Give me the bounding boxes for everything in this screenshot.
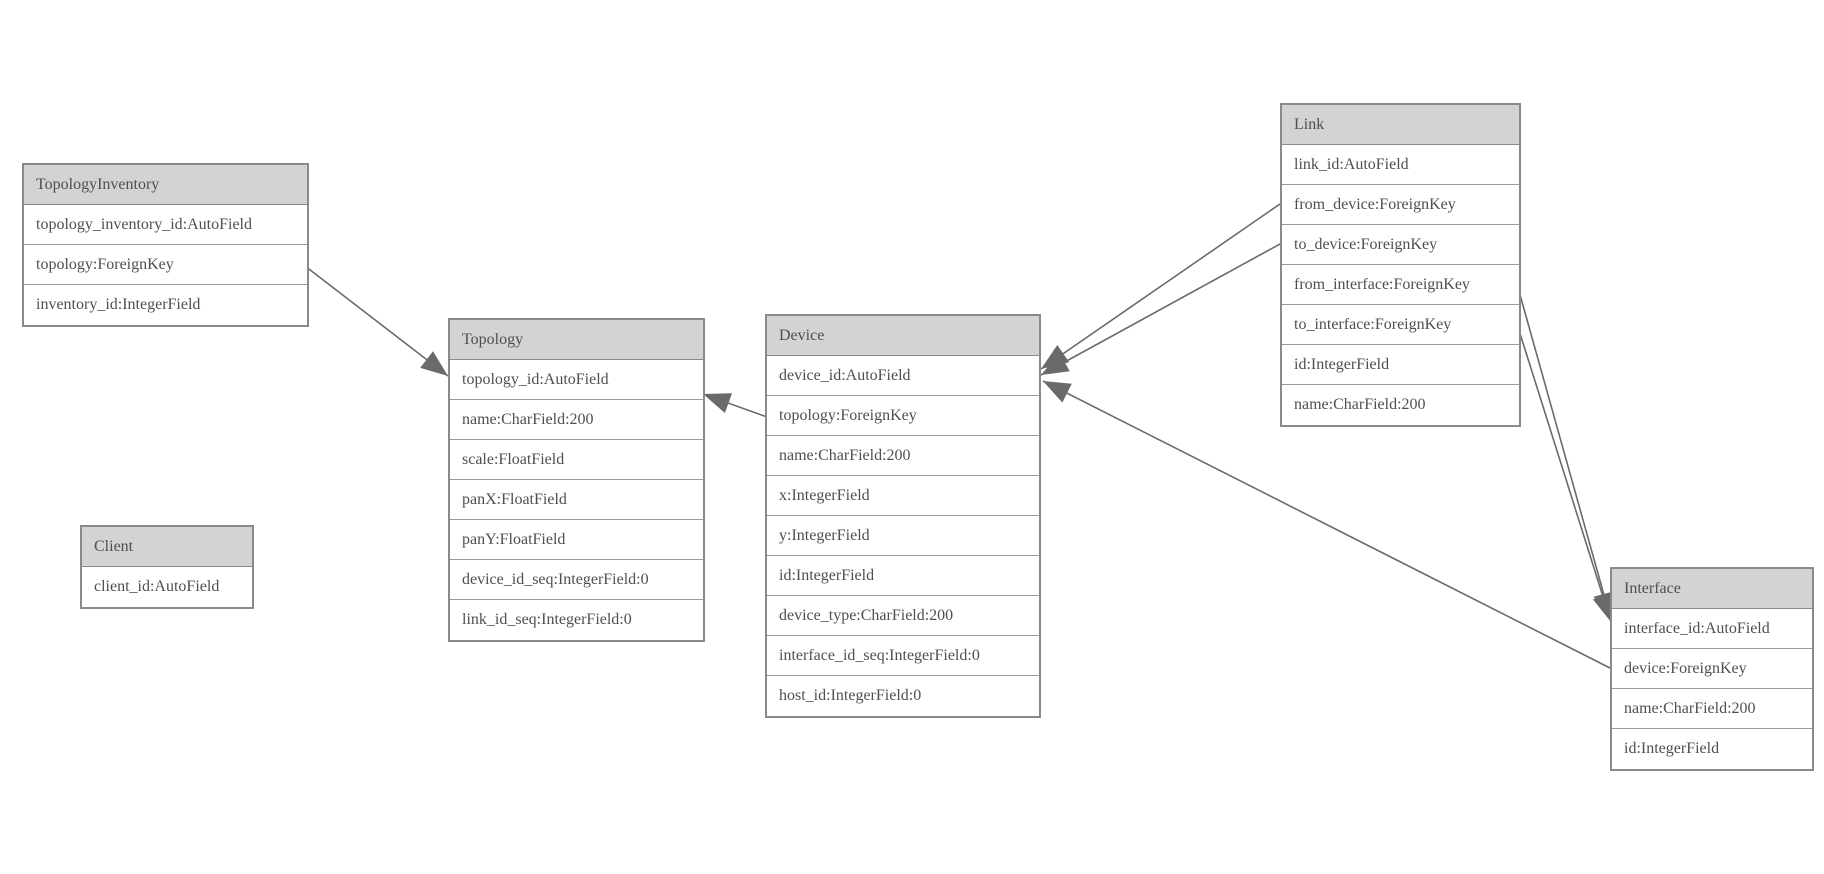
table-title: TopologyInventory bbox=[24, 165, 307, 205]
field-row: device:ForeignKey bbox=[1612, 649, 1812, 689]
field-row: topology_inventory_id:AutoField bbox=[24, 205, 307, 245]
table-title: Interface bbox=[1612, 569, 1812, 609]
field-row: device_id_seq:IntegerField:0 bbox=[450, 560, 703, 600]
field-row: id:IntegerField bbox=[1282, 345, 1519, 385]
table-title: Client bbox=[82, 527, 252, 567]
edge-line bbox=[304, 265, 449, 377]
edge-arrowhead-icon bbox=[1041, 352, 1070, 375]
field-row: y:IntegerField bbox=[767, 516, 1039, 556]
field-row: name:CharField:200 bbox=[767, 436, 1039, 476]
field-row: id:IntegerField bbox=[1612, 729, 1812, 769]
field-row: panY:FloatField bbox=[450, 520, 703, 560]
field-row: id:IntegerField bbox=[767, 556, 1039, 596]
field-row: device_id:AutoField bbox=[767, 356, 1039, 396]
field-row: link_id_seq:IntegerField:0 bbox=[450, 600, 703, 640]
field-row: x:IntegerField bbox=[767, 476, 1039, 516]
field-row: panX:FloatField bbox=[450, 480, 703, 520]
field-row: link_id:AutoField bbox=[1282, 145, 1519, 185]
field-row: host_id:IntegerField:0 bbox=[767, 676, 1039, 716]
field-row: to_interface:ForeignKey bbox=[1282, 305, 1519, 345]
field-row: scale:FloatField bbox=[450, 440, 703, 480]
table-title: Link bbox=[1282, 105, 1519, 145]
edge-arrowhead-icon bbox=[703, 393, 732, 413]
edge-line bbox=[1040, 243, 1281, 376]
field-row: name:CharField:200 bbox=[1612, 689, 1812, 729]
edge-line bbox=[1516, 283, 1612, 621]
field-row: client_id:AutoField bbox=[82, 567, 252, 607]
edge-line bbox=[1042, 380, 1611, 669]
edge-line bbox=[1040, 203, 1281, 370]
field-row: inventory_id:IntegerField bbox=[24, 285, 307, 325]
field-row: topology:ForeignKey bbox=[767, 396, 1039, 436]
field-row: to_device:ForeignKey bbox=[1282, 225, 1519, 265]
field-row: interface_id_seq:IntegerField:0 bbox=[767, 636, 1039, 676]
edge-arrowhead-icon bbox=[1043, 381, 1072, 403]
field-row: name:CharField:200 bbox=[1282, 385, 1519, 425]
field-row: name:CharField:200 bbox=[450, 400, 703, 440]
edge-arrowhead-icon bbox=[1592, 593, 1613, 622]
field-row: interface_id:AutoField bbox=[1612, 609, 1812, 649]
field-row: topology_id:AutoField bbox=[450, 360, 703, 400]
table-title: Device bbox=[767, 316, 1039, 356]
field-row: topology:ForeignKey bbox=[24, 245, 307, 285]
field-row: from_device:ForeignKey bbox=[1282, 185, 1519, 225]
field-row: from_interface:ForeignKey bbox=[1282, 265, 1519, 305]
edge-line bbox=[1516, 323, 1612, 623]
table-title: Topology bbox=[450, 320, 703, 360]
field-row: device_type:CharField:200 bbox=[767, 596, 1039, 636]
edge-arrowhead-icon bbox=[420, 351, 448, 376]
